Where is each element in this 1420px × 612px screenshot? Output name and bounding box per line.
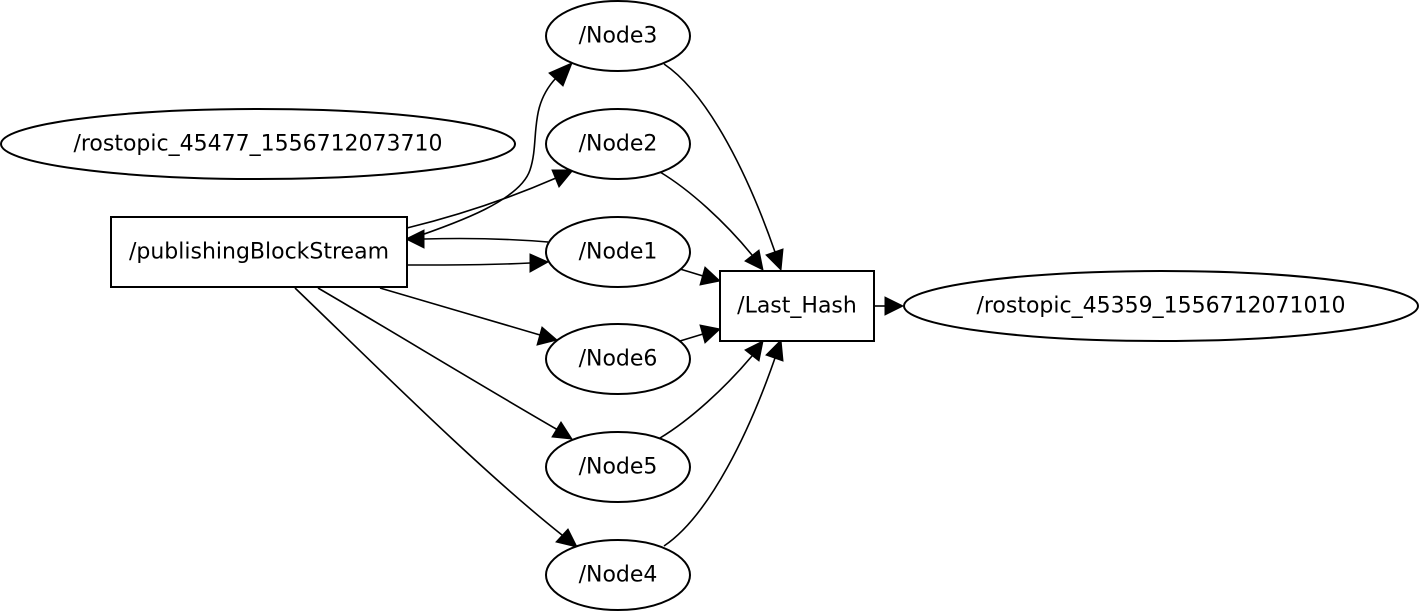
node-rostopic-45477[interactable]: /rostopic_45477_1556712073710 <box>0 108 516 180</box>
edge-node3-to-last-hash <box>663 63 784 272</box>
edge-node2-to-last-hash <box>659 171 764 271</box>
node-node2[interactable]: /Node2 <box>545 108 691 180</box>
node-label: /Last_Hash <box>737 294 857 319</box>
node-label: /Node2 <box>579 132 658 157</box>
edge-node1-to-last-hash <box>679 266 722 286</box>
edge-node1-to-publishingblockstream <box>404 229 549 249</box>
edge-last-hash-to-rostopic-45359 <box>874 296 905 316</box>
edge-publishingblockstream-to-node3 <box>406 62 573 241</box>
node-node5[interactable]: /Node5 <box>545 431 691 503</box>
node-last-hash[interactable]: /Last_Hash <box>719 270 875 342</box>
edge-node6-to-last-hash <box>679 324 722 344</box>
edge-publishingblockstream-to-node5 <box>317 287 573 440</box>
node-publishingblockstream[interactable]: /publishingBlockStream <box>110 216 408 288</box>
node-label: /Node5 <box>579 455 658 480</box>
node-label: /Node1 <box>579 240 658 265</box>
node-label: /publishingBlockStream <box>129 240 389 265</box>
node-label: /rostopic_45359_1556712071010 <box>976 294 1345 319</box>
edge-publishingblockstream-to-node4 <box>294 287 578 548</box>
node-node4[interactable]: /Node4 <box>545 539 691 611</box>
node-node3[interactable]: /Node3 <box>545 0 691 72</box>
edge-publishingblockstream-to-node6 <box>379 287 559 346</box>
node-label: /Node4 <box>579 563 658 588</box>
edge-publishingblockstream-to-node1 <box>406 253 550 273</box>
node-label: /Node6 <box>579 347 658 372</box>
node-node6[interactable]: /Node6 <box>545 323 691 395</box>
edge-node4-to-last-hash <box>663 338 784 547</box>
node-label: /Node3 <box>579 24 658 49</box>
node-node1[interactable]: /Node1 <box>545 216 691 288</box>
node-label: /rostopic_45477_1556712073710 <box>73 132 442 157</box>
node-rostopic-45359[interactable]: /rostopic_45359_1556712071010 <box>903 270 1419 342</box>
edges <box>294 62 905 548</box>
edge-node5-to-last-hash <box>659 340 764 439</box>
edge-publishingblockstream-to-node2 <box>406 169 575 229</box>
